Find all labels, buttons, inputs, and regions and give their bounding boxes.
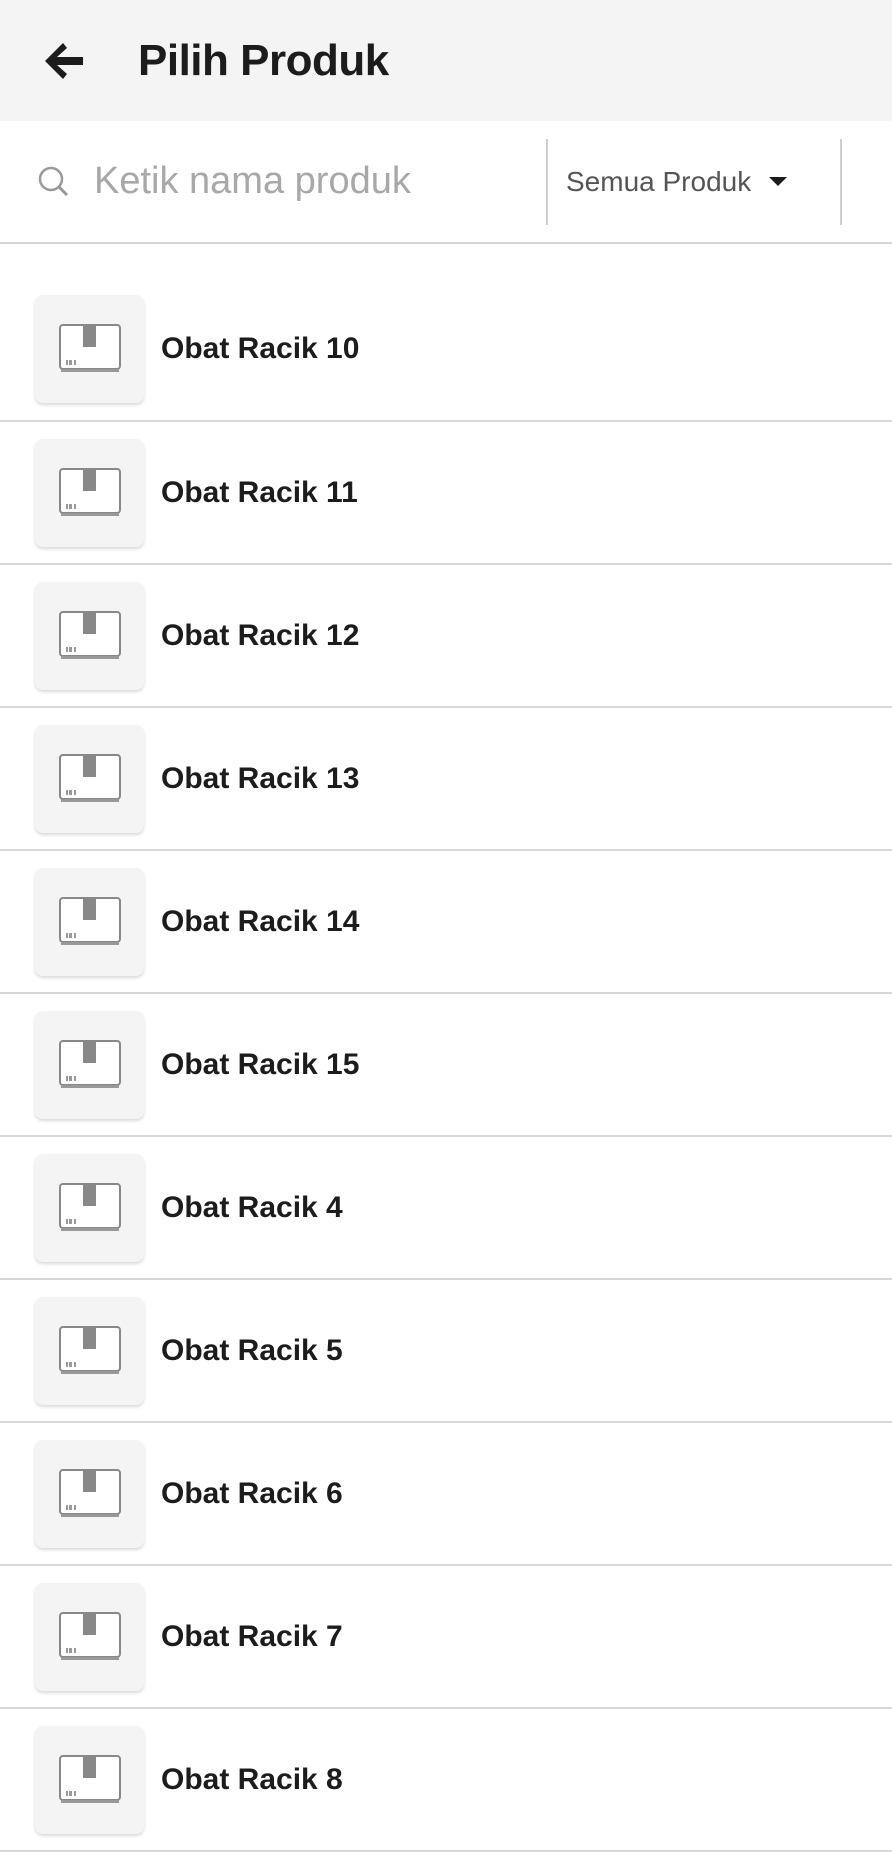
back-button[interactable] bbox=[40, 37, 88, 85]
product-list-item[interactable]: Obat Racik 12 bbox=[0, 565, 892, 708]
product-name: Obat Racik 4 bbox=[161, 1190, 343, 1224]
package-icon bbox=[58, 1611, 121, 1660]
package-icon bbox=[58, 896, 121, 945]
page-title: Pilih Produk bbox=[138, 35, 389, 85]
product-name: Obat Racik 5 bbox=[161, 1333, 343, 1367]
divider bbox=[546, 138, 548, 225]
product-name: Obat Racik 11 bbox=[161, 475, 358, 509]
product-list-item[interactable]: Obat Racik 8 bbox=[0, 1709, 892, 1852]
product-thumbnail bbox=[35, 581, 144, 690]
product-name: Obat Racik 14 bbox=[161, 904, 360, 938]
product-thumbnail bbox=[35, 438, 144, 547]
product-list-item[interactable]: Obat Racik 5 bbox=[0, 1280, 892, 1423]
product-list-item[interactable]: Obat Racik 15 bbox=[0, 994, 892, 1137]
product-name: Obat Racik 15 bbox=[161, 1047, 360, 1081]
package-icon bbox=[58, 1039, 121, 1088]
product-thumbnail bbox=[35, 295, 144, 403]
package-icon bbox=[58, 1182, 121, 1231]
package-icon bbox=[58, 1325, 121, 1374]
product-thumbnail bbox=[35, 1010, 144, 1119]
product-name: Obat Racik 7 bbox=[161, 1619, 343, 1653]
product-list-item[interactable]: Obat Racik 7 bbox=[0, 1566, 892, 1709]
package-icon bbox=[58, 610, 121, 659]
search-icon bbox=[38, 166, 69, 196]
product-name: Obat Racik 6 bbox=[161, 1476, 343, 1510]
product-list-item[interactable]: Obat Racik 10 bbox=[0, 278, 892, 422]
divider bbox=[840, 138, 842, 225]
search-input[interactable] bbox=[94, 160, 524, 203]
package-icon bbox=[58, 324, 121, 372]
package-icon bbox=[58, 753, 121, 802]
product-list: Obat Racik 10 Obat Racik 11 Obat Racik 1… bbox=[0, 244, 892, 1852]
product-name: Obat Racik 12 bbox=[161, 618, 360, 652]
search-box[interactable] bbox=[0, 121, 546, 242]
product-list-item[interactable]: Obat Racik 6 bbox=[0, 1423, 892, 1566]
product-thumbnail bbox=[35, 1439, 144, 1548]
product-list-item[interactable]: Obat Racik 13 bbox=[0, 708, 892, 851]
product-list-item[interactable]: Obat Racik 11 bbox=[0, 422, 892, 565]
product-thumbnail bbox=[35, 724, 144, 833]
product-name: Obat Racik 8 bbox=[161, 1762, 343, 1796]
product-list-item[interactable]: Obat Racik 4 bbox=[0, 1137, 892, 1280]
category-dropdown[interactable]: Semua Produk bbox=[548, 121, 840, 242]
package-icon bbox=[58, 1468, 121, 1517]
product-thumbnail bbox=[35, 1725, 144, 1834]
caret-down-icon bbox=[769, 177, 788, 186]
product-name: Obat Racik 10 bbox=[161, 332, 360, 365]
product-thumbnail bbox=[35, 1582, 144, 1691]
package-icon bbox=[58, 467, 121, 516]
product-thumbnail bbox=[35, 867, 144, 976]
product-name: Obat Racik 13 bbox=[161, 761, 360, 795]
package-icon bbox=[58, 1754, 121, 1803]
arrow-left-icon bbox=[45, 42, 83, 79]
category-dropdown-label: Semua Produk bbox=[566, 165, 752, 197]
product-thumbnail bbox=[35, 1153, 144, 1262]
product-thumbnail bbox=[35, 1296, 144, 1405]
app-bar: Pilih Produk bbox=[0, 0, 892, 121]
search-bar: Semua Produk bbox=[0, 121, 892, 244]
product-list-item[interactable]: Obat Racik 14 bbox=[0, 851, 892, 994]
